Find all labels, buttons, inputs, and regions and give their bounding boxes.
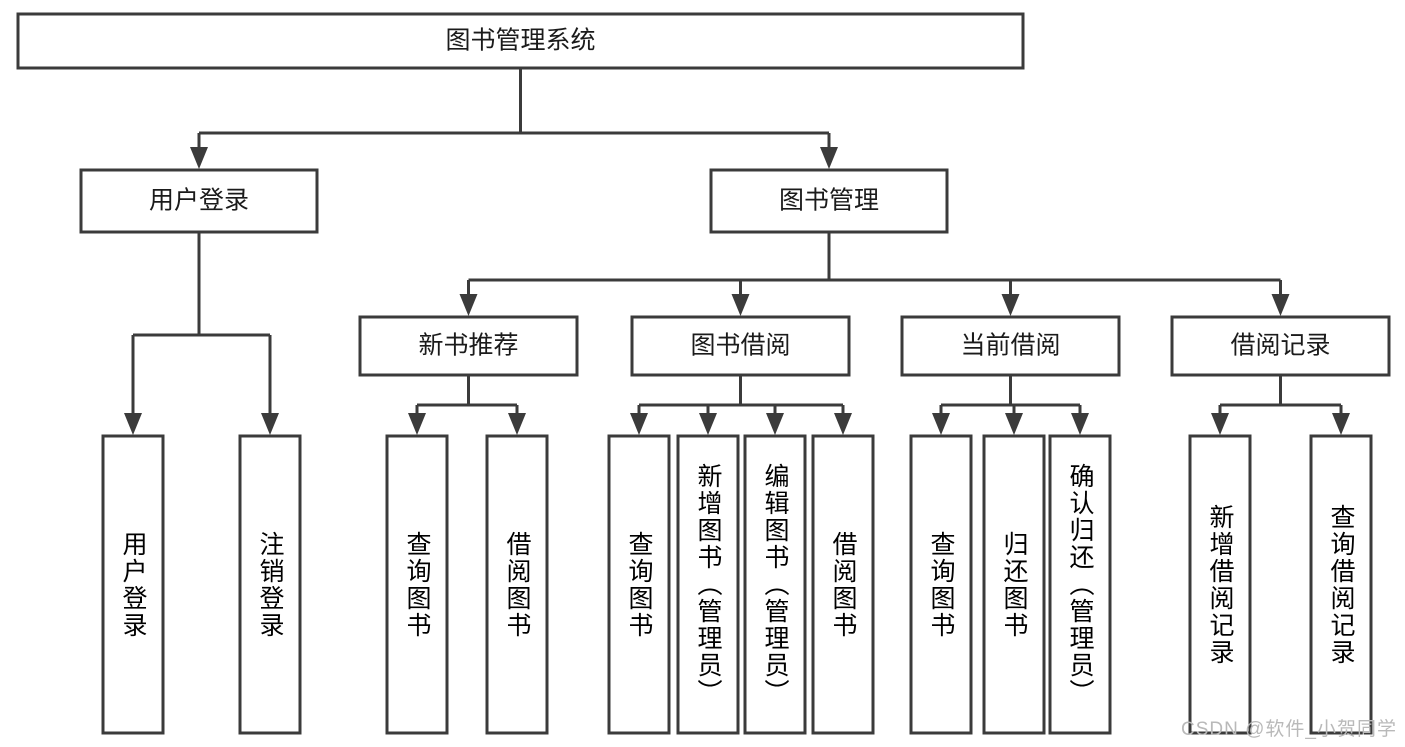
node-current-borrow-box[interactable]: [900, 315, 1121, 377]
node-leaf-add-record[interactable]: 新增借阅记录: [1188, 434, 1252, 735]
node-leaf-logout-label-wrap: 注销登录: [256, 530, 284, 639]
node-borrow-record-box[interactable]: [1170, 315, 1391, 377]
node-leaf-edit-book-label-wrap: 编辑图书（管理员）: [761, 463, 789, 706]
node-leaf-return-book-box[interactable]: [982, 434, 1046, 735]
node-leaf-query-book-2[interactable]: 查询图书: [607, 434, 671, 735]
node-leaf-add-record-box[interactable]: [1188, 434, 1252, 735]
node-leaf-borrow-book-1[interactable]: 借阅图书: [485, 434, 549, 735]
node-leaf-add-book-label: 新增图书（管理员）: [694, 463, 722, 706]
node-leaf-query-book-1-box[interactable]: [385, 434, 449, 735]
node-leaf-user-login-box[interactable]: [101, 434, 165, 735]
node-current-borrow[interactable]: 当前借阅: [900, 315, 1121, 377]
node-root-label: 图书管理系统: [445, 27, 595, 55]
node-book-manage-label: 图书管理: [779, 187, 879, 215]
edge-group-user-login: [124, 232, 279, 435]
node-book-manage-box[interactable]: [709, 168, 949, 234]
edges-layer: [124, 68, 1350, 435]
edge-group-current-borrow: [932, 375, 1089, 435]
node-leaf-return-book-label-wrap: 归还图书: [1000, 530, 1028, 639]
node-leaf-borrow-book-2[interactable]: 借阅图书: [811, 434, 875, 735]
node-leaf-user-login-label: 用户登录: [119, 530, 147, 639]
node-leaf-borrow-book-1-label-wrap: 借阅图书: [503, 530, 531, 639]
edge-group-new-book-rec: [408, 375, 526, 435]
node-leaf-add-record-label: 新增借阅记录: [1206, 503, 1234, 666]
node-leaf-borrow-book-1-label: 借阅图书: [503, 530, 531, 639]
node-leaf-add-book-box[interactable]: [676, 434, 740, 735]
edge-group-borrow-record: [1211, 375, 1350, 435]
node-leaf-confirm-return[interactable]: 确认归还（管理员）: [1048, 434, 1112, 735]
node-leaf-query-record-box[interactable]: [1309, 434, 1373, 735]
node-current-borrow-label: 当前借阅: [960, 332, 1060, 360]
node-leaf-query-record-label: 查询借阅记录: [1327, 503, 1355, 666]
node-leaf-query-book-3-label: 查询图书: [927, 530, 955, 639]
node-user-login-box[interactable]: [79, 168, 319, 234]
node-leaf-query-book-1[interactable]: 查询图书: [385, 434, 449, 735]
edge-group-book-manage: [459, 232, 1290, 316]
node-leaf-query-book-3-box[interactable]: [909, 434, 973, 735]
node-new-book-rec-box[interactable]: [358, 315, 579, 377]
node-leaf-add-book-label-wrap: 新增图书（管理员）: [694, 463, 722, 706]
node-leaf-borrow-book-2-label: 借阅图书: [829, 530, 857, 639]
node-leaf-logout-box[interactable]: [238, 434, 302, 735]
node-leaf-logout[interactable]: 注销登录: [238, 434, 302, 735]
node-leaf-borrow-book-2-label-wrap: 借阅图书: [829, 530, 857, 639]
node-book-manage[interactable]: 图书管理: [709, 168, 949, 234]
node-root[interactable]: 图书管理系统: [16, 12, 1025, 70]
node-leaf-confirm-return-label-wrap: 确认归还（管理员）: [1066, 463, 1094, 706]
node-leaf-return-book-label: 归还图书: [1000, 530, 1028, 639]
node-leaf-borrow-book-2-box[interactable]: [811, 434, 875, 735]
node-book-borrow[interactable]: 图书借阅: [630, 315, 851, 377]
node-root-box[interactable]: [16, 12, 1025, 70]
node-leaf-query-book-3[interactable]: 查询图书: [909, 434, 973, 735]
node-leaf-edit-book-label: 编辑图书（管理员）: [761, 463, 789, 706]
node-leaf-query-record[interactable]: 查询借阅记录: [1309, 434, 1373, 735]
node-book-borrow-box[interactable]: [630, 315, 851, 377]
node-leaf-user-login-label-wrap: 用户登录: [119, 530, 147, 639]
node-leaf-query-record-label-wrap: 查询借阅记录: [1327, 503, 1355, 666]
node-leaf-query-book-2-label-wrap: 查询图书: [625, 530, 653, 639]
node-user-login-label: 用户登录: [149, 187, 249, 215]
node-leaf-confirm-return-box[interactable]: [1048, 434, 1112, 735]
node-leaf-query-book-1-label-wrap: 查询图书: [403, 530, 431, 639]
node-book-borrow-label: 图书借阅: [690, 332, 790, 360]
node-leaf-logout-label: 注销登录: [256, 530, 284, 639]
node-new-book-rec[interactable]: 新书推荐: [358, 315, 579, 377]
node-leaf-edit-book[interactable]: 编辑图书（管理员）: [743, 434, 807, 735]
node-leaf-add-record-label-wrap: 新增借阅记录: [1206, 503, 1234, 666]
node-new-book-rec-label: 新书推荐: [418, 332, 518, 360]
node-leaf-query-book-1-label: 查询图书: [403, 530, 431, 639]
node-leaf-return-book[interactable]: 归还图书: [982, 434, 1046, 735]
node-leaf-edit-book-box[interactable]: [743, 434, 807, 735]
node-leaf-query-book-3-label-wrap: 查询图书: [927, 530, 955, 639]
edge-group-book-borrow: [630, 375, 852, 435]
edge-group-root: [190, 68, 838, 169]
node-leaf-borrow-book-1-box[interactable]: [485, 434, 549, 735]
node-leaf-query-book-2-label: 查询图书: [625, 530, 653, 639]
node-user-login[interactable]: 用户登录: [79, 168, 319, 234]
node-borrow-record[interactable]: 借阅记录: [1170, 315, 1391, 377]
node-leaf-user-login[interactable]: 用户登录: [101, 434, 165, 735]
nodes-layer: 图书管理系统用户登录图书管理新书推荐图书借阅当前借阅借阅记录用户登录注销登录查询…: [16, 12, 1391, 735]
node-leaf-confirm-return-label: 确认归还（管理员）: [1066, 463, 1094, 706]
node-leaf-query-book-2-box[interactable]: [607, 434, 671, 735]
watermark-label: CSDN @软件_小贺同学: [1181, 719, 1397, 740]
node-borrow-record-label: 借阅记录: [1230, 332, 1330, 360]
node-leaf-add-book[interactable]: 新增图书（管理员）: [676, 434, 740, 735]
